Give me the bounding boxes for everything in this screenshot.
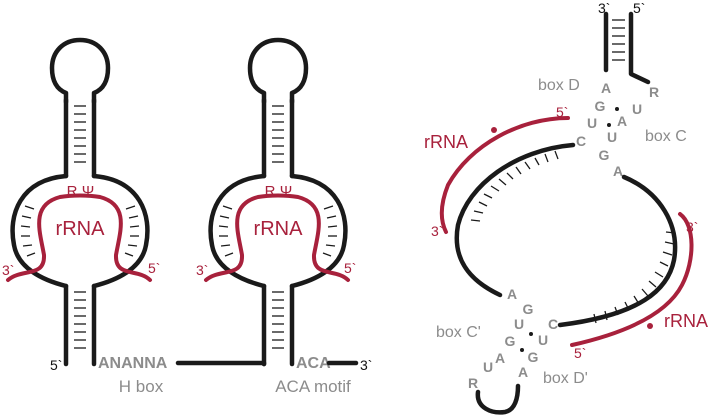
hairpin-2-lower-stem-pairs: [272, 291, 284, 349]
cd-top-nt-a3: A: [613, 163, 623, 179]
box-c-label: box C: [645, 128, 687, 145]
hinge-linker: [175, 360, 267, 367]
cd-top-nt-c1: C: [576, 133, 586, 149]
cd-bottom-pair-dot-2: [520, 348, 524, 352]
hairpin-1-lower-stem-pairs: [74, 291, 86, 349]
cd-top-nt-u1: U: [632, 101, 642, 117]
box-d-prime-label: box D': [543, 370, 588, 387]
cd-rrna-bottom-methyl-site: [647, 323, 653, 329]
cd-top-nt-u3: U: [607, 129, 617, 145]
hairpin-1-pocket-loop: [10, 173, 150, 289]
cd-rrna-bottom-label: rRNA: [664, 311, 708, 331]
cd-bottom-nt-u1: U: [514, 316, 524, 332]
aca-motif-label: ACA motif: [275, 377, 351, 396]
cd-rrna-top-methyl-site: [491, 127, 497, 133]
cd-bottom-nt-c1: C: [548, 316, 558, 332]
hairpin-2-rrna-3prime: 3`: [196, 262, 208, 278]
hairpin-2-pocket-pairs: [218, 205, 338, 257]
hairpin-2-psi-label: Ψ: [280, 183, 293, 200]
cd-bottom-nt-a1: A: [507, 286, 517, 302]
cd-bottom-nt-u3: U: [483, 359, 493, 375]
cd-rrna-top-5prime: 5`: [556, 104, 568, 120]
cd-loop-left: [454, 142, 576, 298]
hairpin-1-rrna-3prime: 3`: [2, 262, 14, 278]
cd-bottom-nt-g3: G: [528, 349, 539, 365]
hairpin-2-rrna-strand: [204, 193, 350, 282]
hairpin-1-strand-5prime: 5`: [50, 357, 62, 373]
aca-motif-sequence: ACA: [296, 355, 331, 372]
hairpin-1-rrna-5prime: 5`: [148, 260, 160, 276]
cd-bottom-nt-g2: G: [505, 333, 516, 349]
h-box-label: H box: [119, 377, 164, 396]
cd-rrna-top-strand: [439, 116, 570, 234]
cd-bottom-nt-r1: R: [468, 375, 478, 391]
cd-loop-right: [557, 174, 678, 328]
hairpin-1: R Ψ rRNA 3` 5` 5` ANANNA H box: [2, 37, 168, 396]
cd-rrna-bottom-5prime: 5`: [574, 345, 586, 361]
cd-bottom-nt-g1: G: [523, 301, 534, 317]
cd-bottom-nt-a3: A: [518, 364, 528, 380]
hairpin-2-r-label: R: [265, 183, 276, 200]
cd-bottom-nt-u2: U: [538, 332, 548, 348]
cd-rrna-top-label: rRNA: [424, 132, 468, 152]
cd-top-pair-dot-2: [607, 123, 611, 127]
cd-rrna-top-3prime: 3`: [431, 223, 443, 239]
cd-top-5prime: 5`: [633, 0, 645, 16]
hairpin-1-terminal-loop: [49, 37, 111, 105]
cd-top-guide-pairs: [470, 150, 559, 222]
hairpin-1-rrna-strand: [6, 193, 152, 282]
hairpin-2-upper-stem-pairs: [272, 105, 284, 163]
hairpin-1-psi-label: Ψ: [82, 183, 95, 200]
cd-top-3prime: 3`: [598, 0, 610, 16]
cd-bottom-loop: [475, 383, 521, 415]
h-box-sequence: ANANNA: [98, 355, 168, 372]
cd-top-nt-a2: A: [617, 113, 627, 129]
hairpin-2-rrna-label: rRNA: [254, 218, 304, 240]
cd-top-nt-u2: U: [587, 115, 597, 131]
cd-rrna-bottom-3prime: 3`: [686, 219, 698, 235]
hairpin-2-pocket-loop: [208, 173, 348, 289]
hairpin-1-r-label: R: [67, 183, 78, 200]
cd-top-nt-g1: G: [595, 98, 606, 114]
hairpin-2-strand-3prime: 3`: [360, 357, 372, 373]
hairpin-2-terminal-loop: [247, 37, 309, 105]
hairpin-1-pocket-pairs: [20, 205, 140, 257]
cd-top-nt-g2: G: [599, 147, 610, 163]
cd-stem-pairs: [612, 19, 625, 61]
cd-top-pair-dot-1: [615, 107, 619, 111]
cd-top-nt-a1: A: [601, 80, 611, 96]
box-d-label: box D: [538, 77, 580, 94]
hairpin-2-rrna-5prime: 5`: [344, 260, 356, 276]
cd-box-snorna: 3` 5` A R G U U A U C G A box D box C: [424, 0, 708, 415]
cd-top-nt-r1: R: [649, 84, 659, 100]
hairpin-2: R Ψ rRNA 3` 5` ACA 3` ACA motif: [196, 37, 372, 396]
cd-stem-right: [628, 11, 651, 85]
cd-bottom-pair-dot-1: [529, 332, 533, 336]
cd-bottom-nt-a2: A: [495, 350, 505, 366]
hairpin-1-rrna-label: rRNA: [56, 218, 106, 240]
cd-rrna-bottom-strand: [570, 212, 694, 347]
box-c-prime-label: box C': [436, 324, 481, 341]
hairpin-1-upper-stem-pairs: [74, 105, 86, 163]
cd-bottom-guide-pairs: [593, 231, 676, 324]
